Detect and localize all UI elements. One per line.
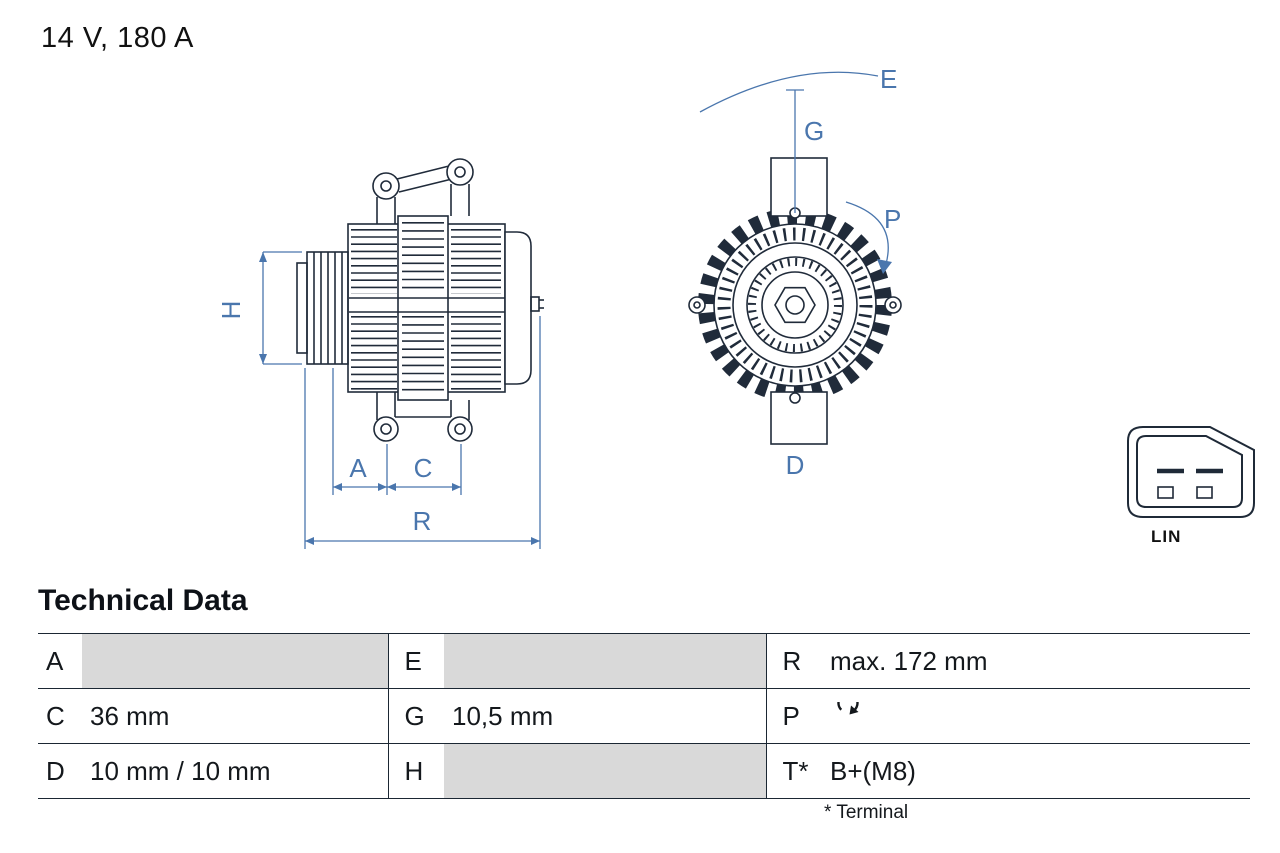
spec-p-value (822, 688, 1250, 744)
front-view-drawing (688, 157, 902, 445)
technical-data-title: Technical Data (38, 584, 248, 617)
spec-g-value: 10,5 mm (444, 688, 766, 744)
lin-connector-drawing (1127, 426, 1255, 518)
spec-h-value (444, 743, 766, 799)
technical-data-table: A E R max. 172 mm C 36 mm G 10,5 mm P D … (38, 633, 1250, 799)
table-row-2: C 36 mm G 10,5 mm P (38, 688, 1250, 744)
dim-label-r: R (413, 506, 432, 536)
table-row-1: A E R max. 172 mm (38, 633, 1250, 689)
spec-c-label: C (38, 688, 82, 744)
product-rating: 14 V, 180 A (41, 22, 194, 54)
spec-h-label: H (387, 743, 444, 799)
spec-r-value: max. 172 mm (822, 633, 1250, 689)
alternator-technical-drawing: H A C R E G P D LIN (216, 64, 1255, 549)
spec-d-label: D (38, 743, 82, 799)
dim-label-e: E (880, 64, 897, 94)
spec-t-label: T* (765, 743, 822, 799)
dim-label-h: H (216, 301, 246, 320)
dim-label-c: C (414, 453, 433, 483)
connector-type-label: LIN (1151, 527, 1181, 546)
dimension-lines (262, 71, 889, 549)
spec-p-label: P (765, 688, 822, 744)
spec-a-value (82, 633, 388, 689)
spec-e-value (444, 633, 766, 689)
spec-e-label: E (387, 633, 444, 689)
table-row-3: D 10 mm / 10 mm H T* B+(M8) (38, 743, 1250, 799)
dim-label-p: P (884, 204, 901, 234)
spec-a-label: A (38, 633, 82, 689)
spec-t-value: B+(M8) (822, 743, 1250, 799)
dimension-arrowheads (259, 252, 892, 545)
spec-d-value: 10 mm / 10 mm (82, 743, 388, 799)
dim-label-d: D (786, 450, 805, 480)
side-view-drawing (296, 158, 544, 442)
spec-g-label: G (387, 688, 444, 744)
dim-label-a: A (349, 453, 367, 483)
spec-r-label: R (765, 633, 822, 689)
rotation-direction-icon (837, 692, 859, 715)
spec-c-value: 36 mm (82, 688, 388, 744)
dim-label-g: G (804, 116, 824, 146)
terminal-footnote: * Terminal (824, 802, 909, 823)
